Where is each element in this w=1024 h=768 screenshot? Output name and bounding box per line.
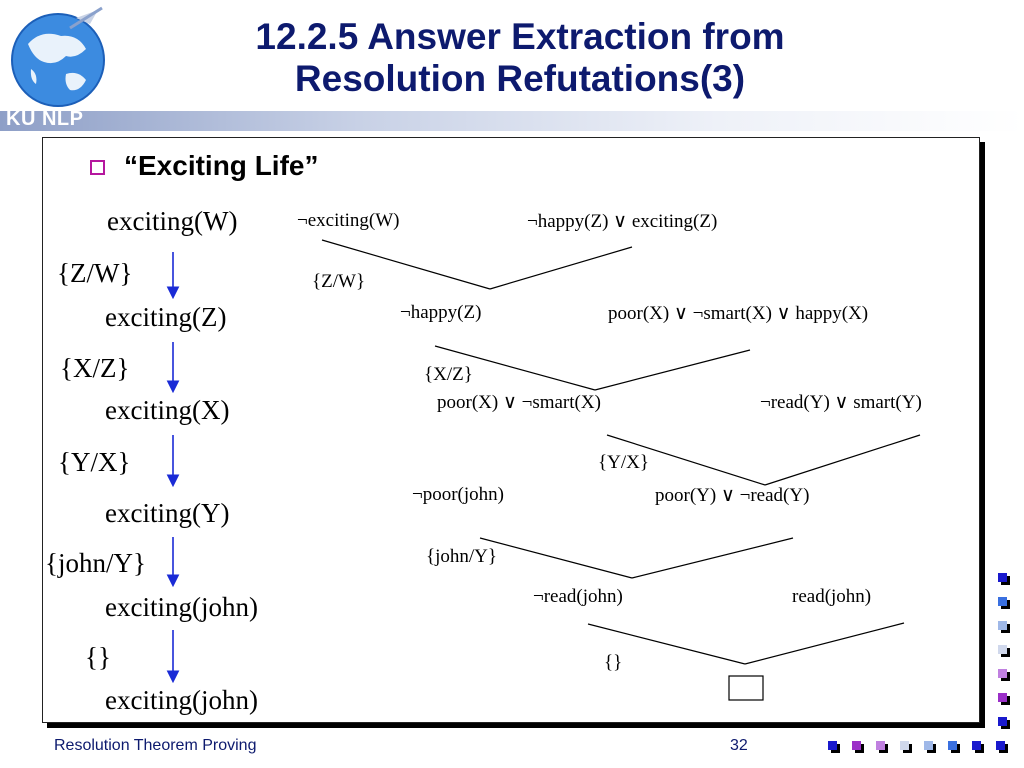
tree-clause: ¬happy(Z): [400, 302, 482, 323]
derivation-predicate: exciting(john): [105, 592, 258, 622]
decorative-square-icon: [998, 621, 1007, 630]
decorative-square-icon: [998, 597, 1007, 606]
tree-substitution: {X/Z}: [424, 364, 473, 385]
resolution-edges: [321, 239, 921, 665]
header-bar: [0, 111, 1024, 131]
derivation-predicate: exciting(W): [107, 206, 238, 236]
page-number: 32: [730, 737, 748, 754]
derivation-substitution: {Z/W}: [57, 258, 133, 288]
decorative-square-icon: [876, 741, 885, 750]
decorative-square-icon: [828, 741, 837, 750]
tree-substitution: {john/Y}: [426, 546, 498, 567]
tree-substitution: {Z/W}: [312, 271, 366, 292]
decorative-square-icon: [998, 669, 1007, 678]
decorative-square-icon: [998, 717, 1007, 726]
decorative-square-icon: [852, 741, 861, 750]
derivation-predicate: exciting(X): [105, 395, 230, 425]
decorative-square-icon: [996, 741, 1005, 750]
derivation-substitution: {}: [85, 642, 111, 672]
derivation-substitution: {john/Y}: [45, 548, 146, 578]
title-line-1: 12.2.5 Answer Extraction from: [255, 16, 785, 57]
tree-clause: read(john): [792, 586, 872, 607]
decorative-square-icon: [972, 741, 981, 750]
decorative-square-icon: [924, 741, 933, 750]
decorative-square-icon: [900, 741, 909, 750]
tree-clause: poor(Y) ∨ ¬read(Y): [655, 485, 810, 506]
bullet-square-icon: [90, 160, 105, 175]
derivation-predicate: exciting(Y): [105, 498, 230, 528]
tree-substitution: {}: [604, 652, 623, 673]
decorative-square-icon: [998, 645, 1007, 654]
decorative-square-icon: [998, 573, 1007, 582]
tree-clause: ¬exciting(W): [297, 210, 400, 231]
decorative-square-icon: [998, 693, 1007, 702]
footer-title: Resolution Theorem Proving: [54, 737, 257, 754]
globe-logo-icon: [11, 6, 105, 107]
derivation-substitution: {Y/X}: [58, 447, 131, 477]
tree-clause: poor(X) ∨ ¬smart(X) ∨ happy(X): [608, 303, 869, 324]
tree-substitution: {Y/X}: [598, 452, 649, 473]
logo-text: KU NLP: [6, 108, 84, 130]
title-line-2: Resolution Refutations(3): [294, 58, 746, 99]
derivation-predicate: exciting(Z): [105, 302, 227, 332]
tree-clause: ¬read(john): [533, 586, 623, 607]
tree-clause: ¬poor(john): [412, 484, 504, 505]
tree-clause: poor(X) ∨ ¬smart(X): [437, 392, 601, 413]
slide-title: 12.2.5 Answer Extraction from Resolution…: [150, 16, 890, 100]
derivation-substitution: {X/Z}: [60, 353, 130, 383]
content-frame: [42, 137, 980, 723]
decorative-square-icon: [948, 741, 957, 750]
tree-clause: ¬read(Y) ∨ smart(Y): [760, 392, 922, 413]
section-heading: “Exciting Life”: [124, 150, 319, 181]
empty-clause-box: [728, 675, 764, 701]
derivation-predicate: exciting(john): [105, 685, 258, 715]
tree-clause: ¬happy(Z) ∨ exciting(Z): [527, 211, 718, 232]
